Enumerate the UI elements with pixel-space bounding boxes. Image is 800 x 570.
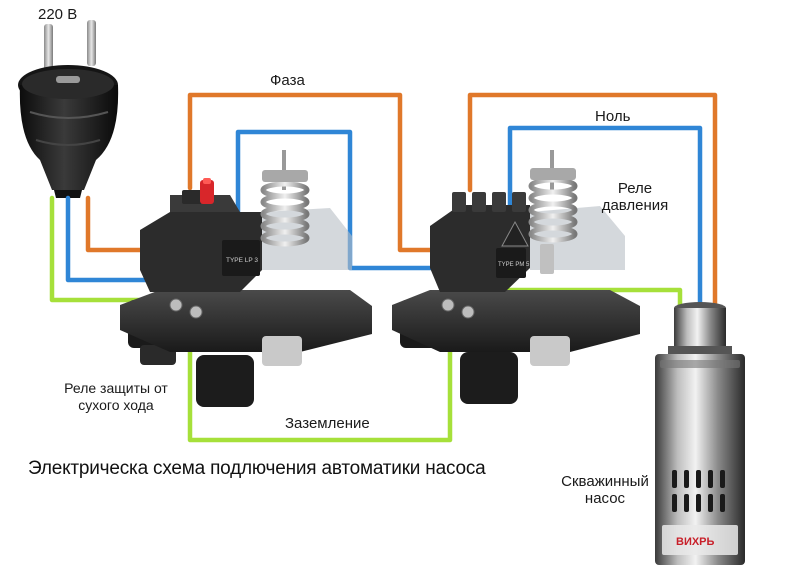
pressure-relay-label-line2: давления (601, 197, 669, 214)
dry-run-relay-label-line1: Реле защиты от (64, 380, 168, 396)
pump-label-line1: Скважинный (561, 473, 649, 490)
diagram-title: Электрическа схема подлючения автоматики… (28, 458, 486, 479)
pressure-relay-type-label: TYPE PM 5 (498, 262, 530, 268)
neutral-wire-relay2-to-pump (507, 125, 703, 308)
ground-wire-relay1-to-relay2 (187, 297, 453, 443)
ground-label: Заземление (285, 415, 370, 432)
plug-pin-left (44, 24, 53, 70)
voltage-label: 220 В (38, 6, 78, 23)
dry-run-relay: TYPE LP 3 (120, 150, 372, 407)
phase-wire-plug-to-relay1 (85, 195, 153, 253)
dry-run-relay-label: Реле защиты от сухого хода (56, 380, 176, 414)
pressure-relay: TYPE PM 5 (392, 150, 640, 404)
neutral-wire-relay1-to-relay2 (235, 129, 483, 271)
pump-label: Скважинный насос (555, 473, 655, 507)
plug-pin-right (87, 20, 96, 66)
reset-button-red (200, 180, 214, 204)
pressure-relay-label: Реле давления (600, 180, 670, 214)
phase-wire-relay2-to-pump (467, 92, 718, 308)
borehole-pump: ВИХРЬ (655, 302, 745, 565)
pump-label-line2: насос (584, 490, 626, 507)
phase-label: Фаза (270, 72, 305, 89)
power-plug (18, 20, 119, 198)
dry-run-relay-label-line2: сухого хода (78, 397, 154, 413)
pump-brand-label: ВИХРЬ (676, 536, 715, 548)
pressure-relay-label-line1: Реле (617, 180, 653, 197)
phase-wire-relay1-to-relay2 (187, 92, 443, 253)
dry-run-relay-type-label: TYPE LP 3 (226, 257, 258, 264)
neutral-label: Ноль (595, 108, 631, 125)
